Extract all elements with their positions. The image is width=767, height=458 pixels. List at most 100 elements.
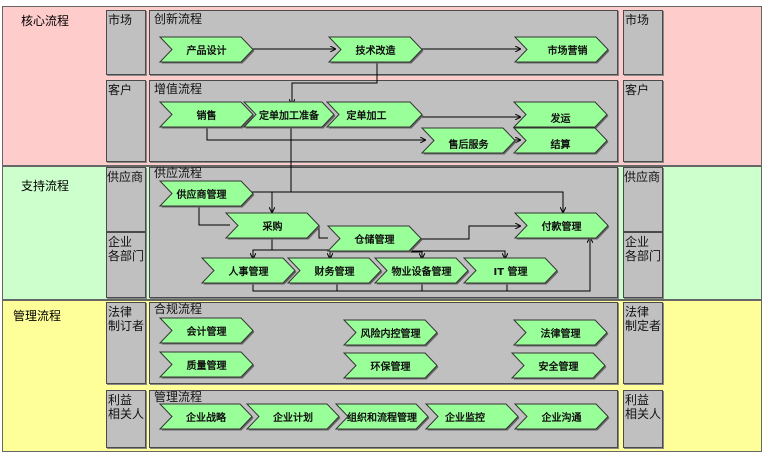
step-payment[interactable]: 付款管理 — [513, 212, 610, 240]
chevron-shape — [462, 257, 559, 285]
step-risk-control[interactable]: 风险内控管理 — [342, 319, 439, 347]
chevron-shape — [158, 403, 254, 431]
chevron-body — [420, 127, 516, 154]
step-label: 销售 — [196, 111, 217, 122]
step-environment[interactable]: 环保管理 — [342, 352, 439, 380]
band-label-core: 核心流程 — [21, 14, 70, 28]
chevron-shape — [158, 101, 255, 129]
step-label: 技术改造 — [355, 46, 396, 57]
chevron-shape — [334, 403, 430, 431]
step-order-prep[interactable]: 定单加工准备 — [242, 101, 336, 129]
chevron-body — [424, 403, 519, 430]
chevron-shape — [224, 212, 321, 240]
step-planning[interactable]: 企业计划 — [245, 403, 341, 431]
step-label: 产品设计 — [186, 46, 227, 57]
actor-left-market: 市场 — [106, 10, 146, 75]
chevron-body — [512, 319, 608, 346]
actor-label: 法律 制订者 — [108, 305, 145, 333]
step-label: 会计管理 — [186, 327, 227, 338]
actor-right-departments: 企业 各部门 — [623, 232, 663, 298]
chevron-body — [513, 212, 609, 239]
step-label: 企业战略 — [186, 413, 226, 424]
band-label-management: 管理流程 — [13, 309, 62, 323]
chevron-shape — [513, 212, 610, 240]
step-label: 组织和流程管理 — [347, 413, 417, 424]
step-finance[interactable]: 财务管理 — [286, 257, 383, 285]
chevron-shape — [327, 36, 424, 64]
step-hr[interactable]: 人事管理 — [200, 257, 297, 285]
actor-right-lawmakers: 法律 制定者 — [623, 302, 663, 384]
chevron-body — [245, 403, 340, 430]
step-label: 采购 — [262, 222, 283, 233]
actor-label: 利益 相关人 — [108, 393, 145, 421]
actor-label: 法律 制定者 — [625, 305, 662, 333]
step-after-sales[interactable]: 售后服务 — [420, 127, 517, 155]
chevron-body — [513, 403, 609, 430]
chevron-body — [513, 36, 609, 63]
step-sales[interactable]: 销售 — [158, 101, 255, 129]
step-settlement[interactable]: 结算 — [512, 127, 609, 155]
step-label: 企业监控 — [445, 413, 485, 424]
step-warehouse[interactable]: 仓储管理 — [326, 225, 423, 253]
actor-label: 利益 相关人 — [625, 393, 662, 421]
step-shipping[interactable]: 发运 — [512, 101, 609, 129]
step-org-process[interactable]: 组织和流程管理 — [334, 403, 430, 431]
step-label: 售后服务 — [448, 140, 489, 151]
actor-label: 供应商 — [624, 170, 661, 184]
chevron-shape — [512, 319, 609, 347]
step-communication[interactable]: 企业沟通 — [513, 403, 610, 431]
chevron-body — [373, 257, 469, 284]
chevron-body — [158, 36, 254, 63]
actor-label: 市场 — [108, 13, 133, 27]
chevron-shape — [158, 317, 255, 345]
actor-right-market: 市场 — [623, 10, 663, 75]
chevron-body — [325, 101, 423, 128]
chevron-shape — [342, 352, 439, 380]
chevron-shape — [424, 403, 520, 431]
chevron-shape — [242, 101, 336, 129]
actor-label: 市场 — [625, 13, 650, 27]
actor-right-stakeholders: 利益 相关人 — [623, 390, 663, 448]
chevron-body — [286, 257, 382, 284]
step-tech-upgrade[interactable]: 技术改造 — [327, 36, 424, 64]
chevron-body — [158, 101, 254, 128]
step-marketing[interactable]: 市场营销 — [513, 36, 610, 64]
step-facilities[interactable]: 物业设备管理 — [373, 257, 470, 285]
step-product-design[interactable]: 产品设计 — [158, 36, 255, 64]
step-label: 物业设备管理 — [391, 267, 452, 278]
step-label: 结算 — [550, 140, 571, 151]
step-accounting[interactable]: 会计管理 — [158, 317, 255, 345]
step-label: 定单加工 — [346, 111, 387, 122]
process-title-supply: 供应流程 — [154, 166, 203, 180]
step-monitoring[interactable]: 企业监控 — [424, 403, 520, 431]
step-label: 法律管理 — [540, 329, 581, 340]
actor-label: 企业 各部门 — [108, 235, 145, 263]
chevron-shape — [512, 127, 609, 155]
step-label: 供应商管理 — [176, 190, 227, 201]
step-label: 企业沟通 — [541, 413, 582, 424]
actor-right-supplier: 供应商 — [623, 167, 663, 232]
step-procurement[interactable]: 采购 — [224, 212, 321, 240]
chevron-shape — [158, 36, 255, 64]
step-quality[interactable]: 质量管理 — [158, 351, 255, 379]
chevron-body — [512, 101, 608, 128]
step-safety[interactable]: 安全管理 — [510, 352, 607, 380]
actor-left-stakeholders: 利益 相关人 — [106, 390, 146, 448]
step-supplier-management[interactable]: 供应商管理 — [158, 180, 255, 208]
chevron-body — [334, 403, 429, 430]
chevron-body — [242, 101, 335, 128]
step-order-processing[interactable]: 定单加工 — [325, 101, 424, 129]
step-legal[interactable]: 法律管理 — [512, 319, 609, 347]
step-strategy[interactable]: 企业战略 — [158, 403, 254, 431]
step-label: 发运 — [550, 114, 571, 125]
chevron-shape — [373, 257, 470, 285]
actor-label: 企业 各部门 — [625, 235, 662, 263]
step-label: 定单加工准备 — [259, 111, 319, 122]
actor-label: 供应商 — [107, 170, 144, 184]
step-it[interactable]: IT 管理 — [462, 257, 559, 285]
process-title-compliance: 合规流程 — [154, 302, 203, 316]
actor-label: 客户 — [625, 83, 650, 97]
chevron-shape — [513, 403, 610, 431]
chevron-body — [512, 127, 608, 154]
chevron-body — [462, 257, 558, 284]
